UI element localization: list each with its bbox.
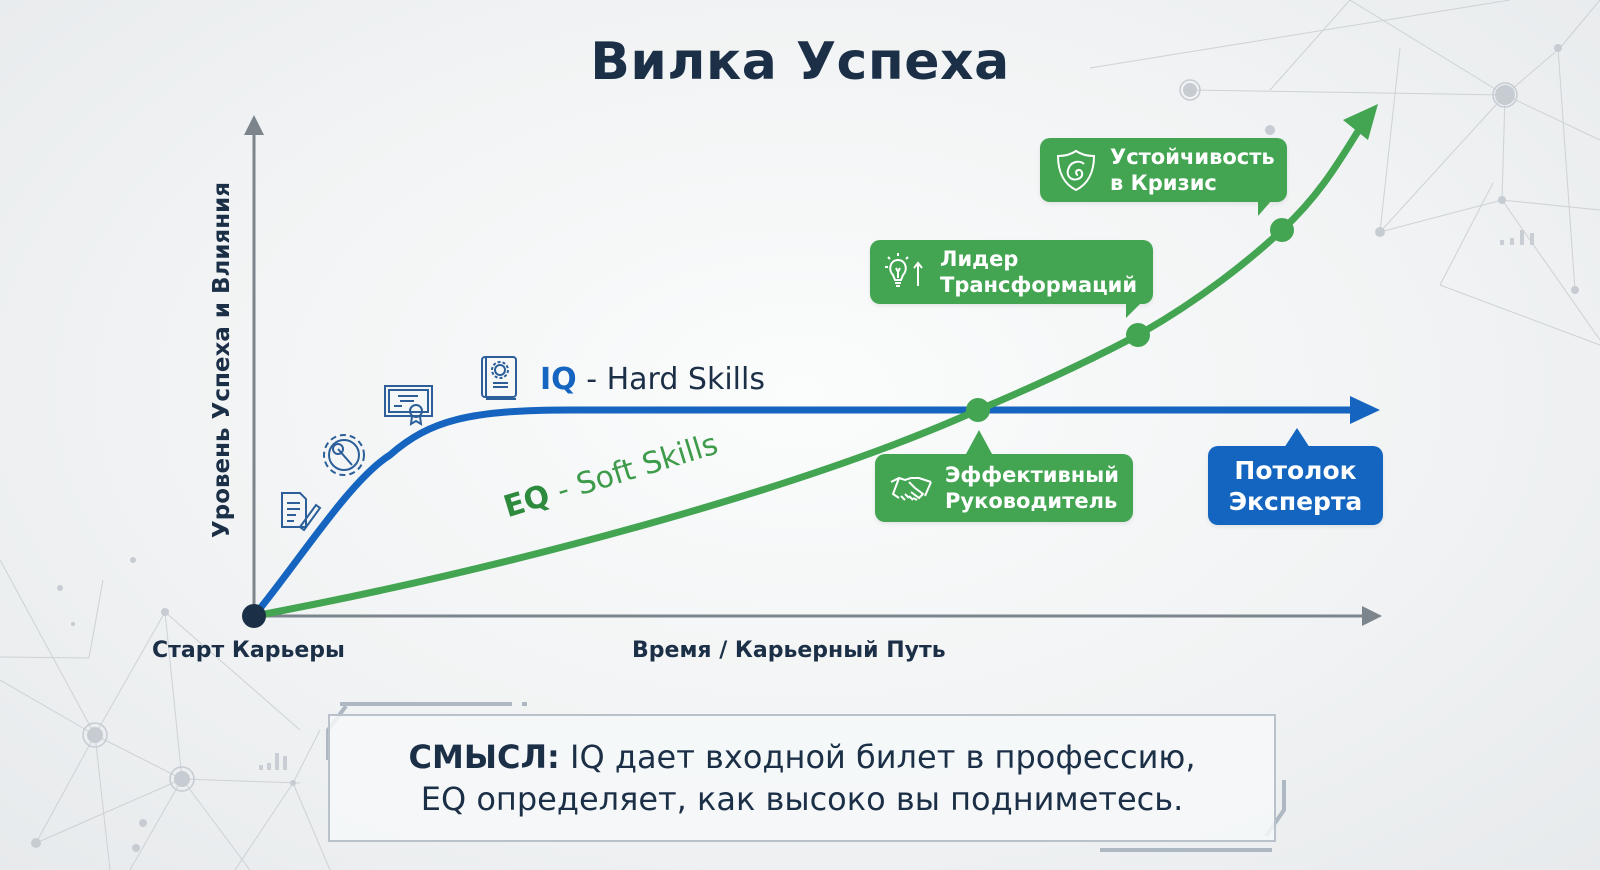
ceiling-text: Потолок Эксперта [1229, 455, 1363, 517]
milestone-dot-manager [966, 398, 990, 422]
summary-frame-accent [1100, 848, 1272, 852]
summary-frame-accent [340, 702, 512, 706]
bubble-tail [1284, 428, 1310, 448]
x-axis-arrow-icon [1362, 606, 1382, 626]
milestone-dot-leader [1126, 323, 1150, 347]
milestone-leader-line1: Лидер [940, 247, 1019, 271]
milestone-resilience-line2: в Кризис [1110, 171, 1217, 195]
eq-arrow-icon [1343, 104, 1378, 140]
milestone-dot-resilience [1270, 218, 1294, 242]
origin-dot [242, 604, 266, 628]
iq-description: - Hard Skills [576, 362, 765, 397]
milestone-resilience-text: Устойчивость в Кризис [1110, 144, 1275, 196]
summary-box: СМЫСЛ: IQ дает входной билет в профессию… [328, 714, 1276, 842]
book-gear-icon [481, 356, 517, 400]
iq-curve-label: IQ - Hard Skills [540, 362, 765, 397]
summary-lead: СМЫСЛ: [408, 738, 560, 776]
summary-frame-accent [522, 702, 527, 706]
certificate-icon [384, 385, 433, 426]
ceiling-bubble: Потолок Эксперта [1208, 446, 1383, 525]
shield-wave-icon [1056, 149, 1096, 192]
y-axis-arrow-icon [244, 115, 264, 135]
handshake-icon [890, 476, 932, 501]
milestone-bubble-manager: Эффективный Руководитель [875, 454, 1133, 522]
lightbulb-up-icon [885, 253, 923, 287]
summary-line2: EQ определяет, как высоко вы подниметесь… [420, 780, 1184, 818]
document-edit-icon [281, 492, 322, 532]
bubble-tail [1126, 302, 1142, 318]
x-axis-label: Время / Карьерный Путь [632, 638, 946, 663]
summary-line1: СМЫСЛ: IQ дает входной билет в профессию… [409, 736, 1196, 778]
iq-arrow-icon [1350, 396, 1380, 424]
milestone-bubble-leader: Лидер Трансформаций [870, 240, 1153, 304]
diagram-title: Вилка Успеха [590, 32, 1010, 92]
bubble-tail [966, 430, 992, 454]
summary-line1-text: IQ дает входной билет в профессию, [559, 738, 1196, 776]
iq-abbr: IQ [540, 362, 577, 397]
origin-label: Старт Карьеры [152, 638, 345, 663]
ceiling-line2: Эксперта [1228, 486, 1363, 516]
milestone-bubble-resilience: Устойчивость в Кризис [1040, 138, 1287, 202]
milestone-resilience-line1: Устойчивость [1110, 145, 1275, 169]
gear-wrench-icon [323, 434, 365, 476]
iq-curve [250, 406, 1354, 620]
milestone-leader-text: Лидер Трансформаций [940, 246, 1137, 298]
milestone-manager-line2: Руководитель [945, 489, 1118, 513]
milestone-manager-line1: Эффективный [945, 463, 1119, 487]
bubble-tail [1258, 200, 1272, 216]
milestone-leader-line2: Трансформаций [940, 273, 1138, 297]
milestone-manager-text: Эффективный Руководитель [945, 462, 1119, 514]
ceiling-line1: Потолок [1234, 455, 1357, 485]
